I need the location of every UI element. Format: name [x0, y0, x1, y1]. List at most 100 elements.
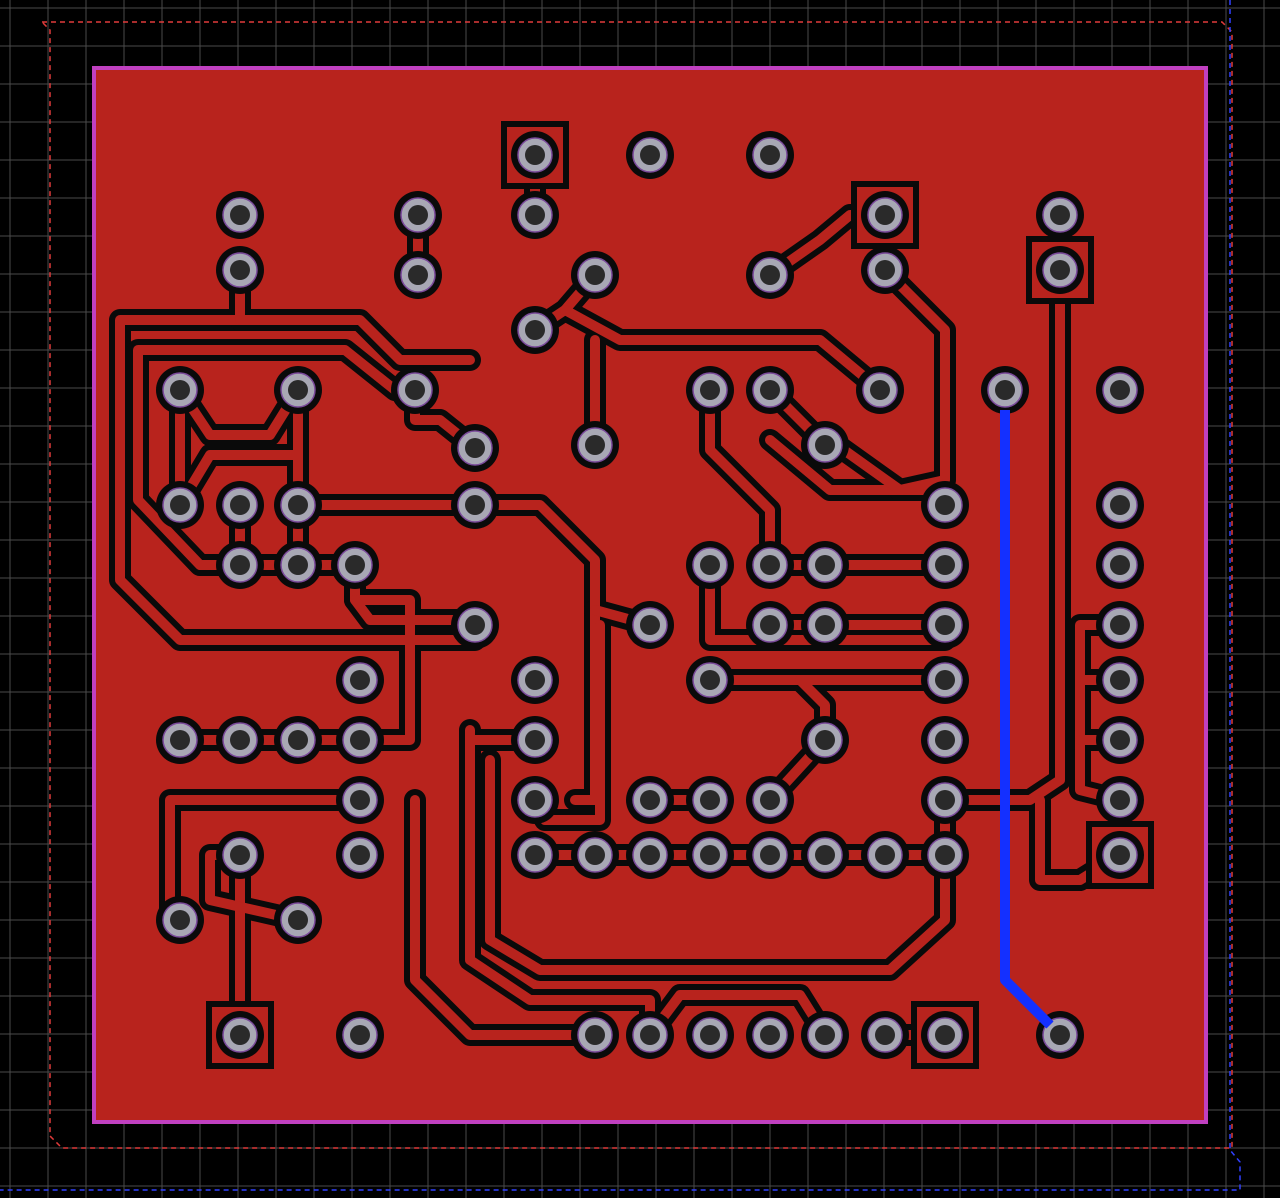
pad-drill-hole [815, 845, 835, 865]
pad-drill-hole [288, 380, 308, 400]
copper-trace [350, 595, 480, 625]
copper-trace [485, 755, 950, 975]
bottom-layer-traces [1000, 410, 1054, 1029]
pad-drill-hole [935, 615, 955, 635]
pad-drill-hole [345, 555, 365, 575]
pad-drill-hole [350, 670, 370, 690]
pad-drill-hole [875, 1025, 895, 1045]
copper-trace [235, 315, 475, 365]
pad-drill-hole [640, 845, 660, 865]
pad-drill-hole [1110, 845, 1130, 865]
pad-drill-hole [585, 1025, 605, 1045]
pad-drill-hole [525, 845, 545, 865]
pad-drill-hole [935, 1025, 955, 1045]
pad-drill-hole [935, 790, 955, 810]
bottom-layer-trace [1000, 410, 1054, 1029]
pad-drill-hole [815, 435, 835, 455]
pad-drill-hole [465, 438, 485, 458]
pad-drill-hole [288, 910, 308, 930]
pad-drill-hole [700, 670, 720, 690]
pad-drill-hole [870, 380, 890, 400]
pad-drill-hole [760, 555, 780, 575]
pad-drill-hole [640, 790, 660, 810]
pad-drill-hole [288, 495, 308, 515]
pad-drill-hole [815, 730, 835, 750]
pad-drill-hole [1050, 260, 1070, 280]
pad-drill-hole [230, 495, 250, 515]
pad-drill-hole [230, 205, 250, 225]
keepout-red-outline [40, 21, 1233, 1149]
pad-drill-hole [640, 145, 660, 165]
pad-drill-hole [525, 730, 545, 750]
board-copper-pour [92, 66, 1208, 1124]
pad-drill-hole [760, 790, 780, 810]
copper-trace [165, 795, 365, 925]
pads [156, 121, 1154, 1069]
pad-drill-hole [815, 615, 835, 635]
pad-drill-hole [875, 260, 895, 280]
pad-drill-hole [640, 1025, 660, 1045]
pad-drill-hole [170, 380, 190, 400]
pad-drill-hole [525, 670, 545, 690]
pad-drill-hole [700, 790, 720, 810]
pad-drill-hole [1110, 670, 1130, 690]
pad-drill-hole [350, 845, 370, 865]
pad-drill-hole [1110, 615, 1130, 635]
pad-drill-hole [525, 320, 545, 340]
pad-drill-hole [405, 380, 425, 400]
pad-drill-hole [760, 615, 780, 635]
pad-drill-hole [1050, 1025, 1070, 1045]
pad-drill-hole [525, 790, 545, 810]
pad-drill-hole [760, 265, 780, 285]
pad-drill-hole [935, 845, 955, 865]
pad-drill-hole [935, 495, 955, 515]
pad-drill-hole [935, 730, 955, 750]
copper-trace [410, 795, 600, 1040]
pad-drill-hole [465, 615, 485, 635]
pad-drill-hole [1110, 380, 1130, 400]
pad-drill-hole [1110, 730, 1130, 750]
pad-drill-hole [350, 1025, 370, 1045]
pad-drill-hole [760, 145, 780, 165]
pad-drill-hole [760, 1025, 780, 1045]
copper-trace [470, 500, 600, 805]
keepout-blue-outline [0, 0, 1241, 1191]
pad-drill-hole [288, 730, 308, 750]
pad-drill-hole [230, 730, 250, 750]
pad-drill-hole [935, 555, 955, 575]
copper-trace [560, 305, 885, 395]
pad-drill-hole [760, 380, 780, 400]
pad-drill-hole [525, 205, 545, 225]
pad-drill-hole [935, 670, 955, 690]
pad-drill-hole [170, 495, 190, 515]
pad-drill-hole [995, 380, 1015, 400]
pad-drill-hole [700, 1025, 720, 1045]
pad-drill-hole [700, 380, 720, 400]
copper-trace [115, 265, 480, 645]
pad-drill-hole [760, 845, 780, 865]
pad-drill-hole [230, 1025, 250, 1045]
pad-drill-hole [230, 555, 250, 575]
pad-drill-hole [585, 845, 605, 865]
pad-drill-hole [585, 265, 605, 285]
pad-drill-hole [525, 145, 545, 165]
pad-drill-hole [700, 845, 720, 865]
pad-drill-hole [875, 205, 895, 225]
pad-drill-hole [815, 555, 835, 575]
pad-drill-hole [700, 555, 720, 575]
pad-drill-hole [170, 730, 190, 750]
pad-drill-hole [350, 790, 370, 810]
pad-drill-hole [1050, 205, 1070, 225]
pad-drill-hole [815, 1025, 835, 1045]
copper-trace [705, 560, 950, 645]
copper-trace [825, 265, 950, 495]
pad-drill-hole [288, 555, 308, 575]
pad-drill-hole [350, 730, 370, 750]
pad-drill-hole [640, 615, 660, 635]
pad-drill-hole [1110, 495, 1130, 515]
copper-trace [175, 385, 303, 440]
copper-trace [940, 265, 1065, 805]
pad-drill-hole [230, 845, 250, 865]
pad-drill-hole [1110, 555, 1130, 575]
